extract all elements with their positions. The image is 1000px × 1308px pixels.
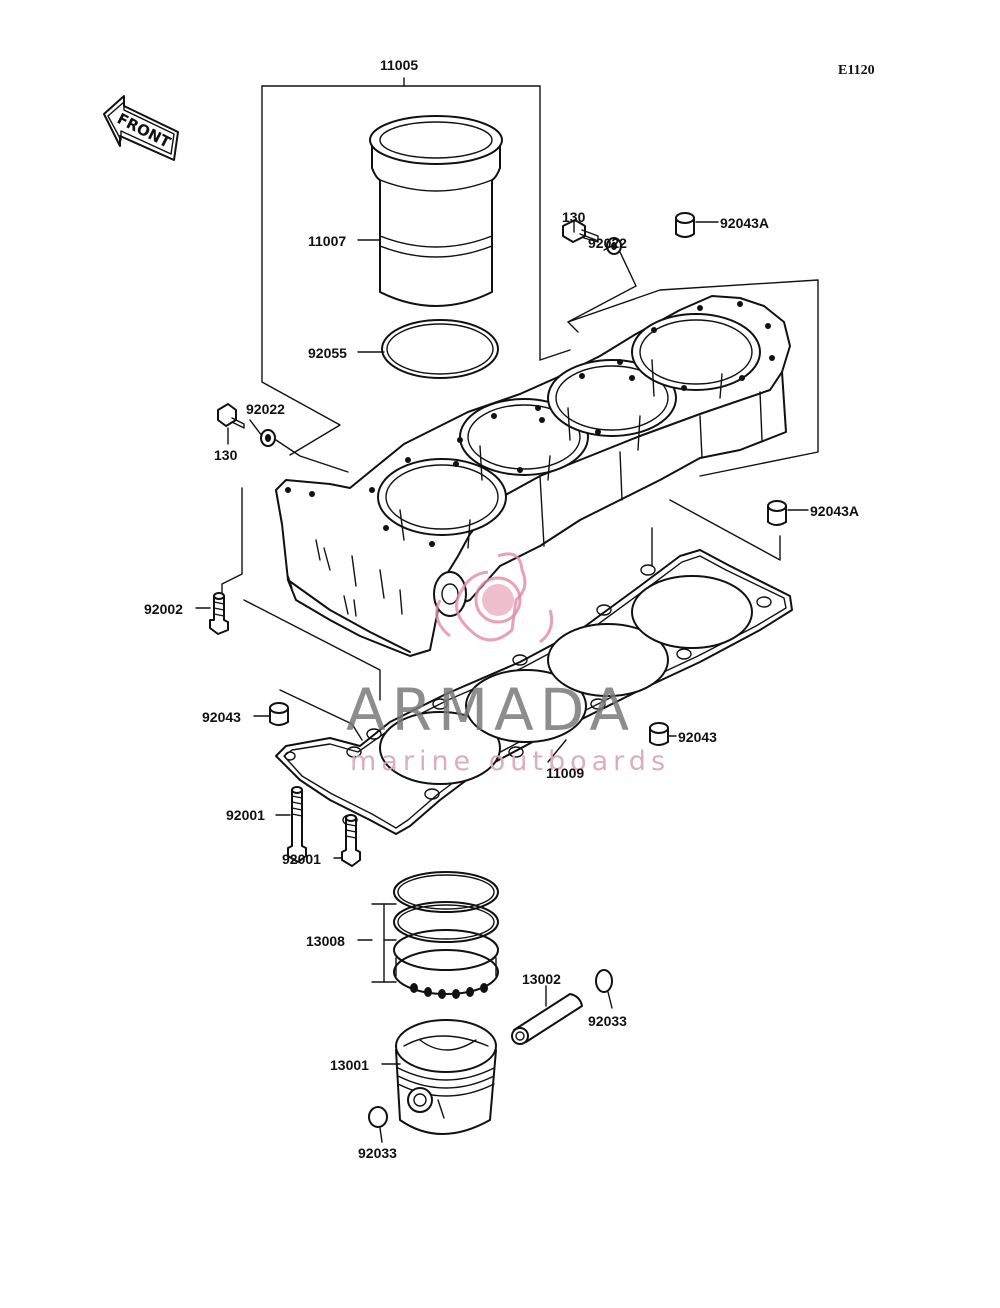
callout-13008: 13008 [306,933,345,949]
leader-line [607,991,613,1009]
callout-13002: 13002 [522,971,561,987]
diagram-code: E1120 [838,63,875,78]
leader-line [547,739,567,763]
stud-bolt-92002 [209,592,229,635]
watermark: ARMADA marine outboards [346,552,670,777]
cylinder-liner [369,115,503,307]
watermark-brand: ARMADA [346,676,635,744]
dowel-92043-right [649,722,669,746]
callout-92001-a: 92001 [226,807,265,823]
bolt-92001-a [287,786,307,863]
ring-bracket [371,903,385,983]
callout-92043-left: 92043 [202,709,241,725]
washer-92022-top [606,237,622,255]
piston-pin [511,993,583,1045]
callout-92022-left: 92022 [246,401,285,417]
watermark-logo-icon [435,552,554,644]
bolt-92001-b [341,814,361,867]
callout-13001: 13001 [330,1057,369,1073]
callout-92022-top: 92022 [588,235,627,251]
dowel-92043A-top [675,212,695,238]
callout-92033-right: 92033 [588,1013,627,1029]
callout-130-top: 130 [562,209,586,225]
o-ring [381,319,499,379]
piston [395,1019,497,1135]
callout-92043A-top: 92043A [720,215,769,231]
callout-11005: 11005 [380,57,418,73]
cylinder-head-gasket [275,549,793,835]
watermark-tagline: marine outboards [350,746,670,777]
bolt-130-left [217,403,245,429]
callout-92055: 92055 [308,345,347,361]
piston-ring-set [393,871,499,999]
leader-line [567,279,819,477]
callout-92002: 92002 [144,601,183,617]
leader-line [221,487,243,601]
snap-ring-right [595,969,613,993]
washer-92022-left [260,429,276,447]
cylinder-block-bracket [261,77,571,456]
leader-line [357,903,397,983]
callout-92033-bottom: 92033 [358,1145,397,1161]
callout-11009: 11009 [546,765,584,781]
leader-line [249,419,263,437]
callout-11007: 11007 [308,233,346,249]
dowel-92043A-right [767,500,787,526]
snap-ring-bottom [368,1106,388,1128]
leader-line [275,439,349,473]
leader-line [567,251,637,333]
leader-line [379,1127,383,1143]
leader-line [603,245,613,251]
callout-92043A-right: 92043A [810,503,859,519]
front-arrow-icon: FRONT [103,95,179,161]
cylinder-block [275,295,791,657]
callout-92043-right: 92043 [678,729,717,745]
dowel-92043-left [269,702,289,726]
leader-line [669,499,781,561]
callout-92001-b: 92001 [282,851,321,867]
callout-130-left: 130 [214,447,238,463]
leader-line [279,689,363,741]
leader-line [243,599,381,701]
